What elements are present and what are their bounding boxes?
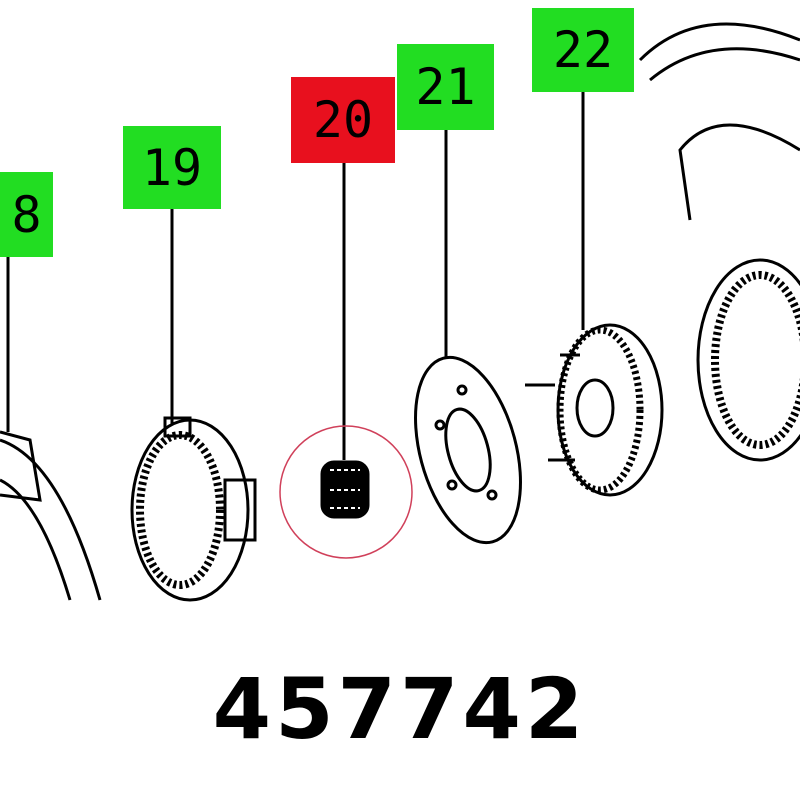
part-18-ring <box>0 430 102 601</box>
callout-label-21: 21 <box>397 44 494 130</box>
callout-label-22: 22 <box>532 8 634 92</box>
callout-label-18: 8 <box>0 172 53 257</box>
part-21-disk <box>414 355 522 545</box>
callout-label-20: 20 <box>291 77 395 163</box>
part-19-sync-ring <box>130 416 257 602</box>
part-22-gear-hub <box>525 323 664 497</box>
right-side-parts <box>638 22 800 462</box>
part-20-needle-bearing <box>320 460 370 519</box>
highlight-circle-20 <box>279 425 413 559</box>
callout-label-19: 19 <box>123 126 221 209</box>
part-number: 457742 <box>212 660 588 758</box>
